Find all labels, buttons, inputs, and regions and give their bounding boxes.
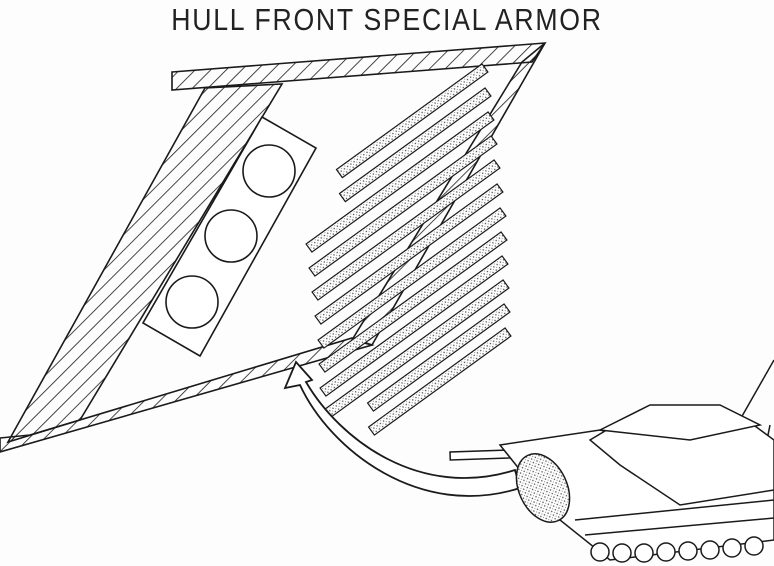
curved-arrow <box>283 360 522 497</box>
armor-plate <box>311 159 501 301</box>
antenna <box>736 359 774 426</box>
armor-plate <box>319 255 509 397</box>
top-armor-band <box>171 42 547 91</box>
armor-plate <box>335 63 489 179</box>
circular-cavity <box>165 275 219 329</box>
turret-top <box>597 404 763 441</box>
circular-cavity <box>242 144 296 198</box>
armor-plates <box>305 63 512 436</box>
armor-plate <box>317 207 507 349</box>
left-armor-band <box>6 83 284 444</box>
armor-plate <box>314 183 504 325</box>
circular-cavity <box>204 209 258 263</box>
armor-plate <box>305 111 495 253</box>
diagram-title: HULL FRONT SPECIAL ARMOR <box>171 2 603 37</box>
road-wheels <box>590 536 764 563</box>
armor-plate <box>367 327 512 436</box>
armor-plate <box>308 135 498 277</box>
tank-illustration <box>449 359 774 563</box>
armor-plate <box>318 231 508 373</box>
bottom-armor-band <box>0 337 375 453</box>
armor-callout-ellipse <box>515 453 571 523</box>
armor-plate <box>338 87 492 203</box>
armor-plate <box>366 303 511 412</box>
